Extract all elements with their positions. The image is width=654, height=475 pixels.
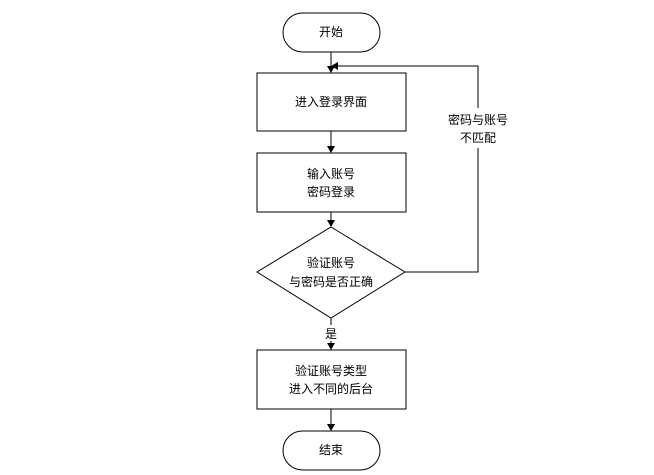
route-backend-line-2: 进入不同的后台 [289, 381, 373, 396]
match-label: 是 [325, 327, 337, 341]
mismatch-label-background [439, 108, 517, 148]
start-terminal [282, 12, 381, 53]
route-backend-box [256, 349, 407, 410]
verify-decision-node: 验证账号 与密码是否正确 [256, 226, 406, 319]
mismatch-label-line-2: 不匹配 [460, 131, 496, 145]
route-backend-line-1: 验证账号类型 [295, 363, 367, 378]
edge-labels: 密码与账号 不匹配 是 [322, 108, 517, 341]
verify-decision-line-1: 验证账号 [307, 255, 355, 270]
enter-credentials-node: 输入账号 密码登录 [256, 152, 407, 213]
route-backend-node: 验证账号类型 进入不同的后台 [256, 349, 407, 410]
login-page-node: 进入登录界面 [256, 72, 407, 132]
arrowhead-route [327, 343, 335, 350]
connectors [327, 52, 479, 431]
match-label-background [322, 325, 340, 341]
arrowhead-mismatch [331, 62, 338, 70]
end-node: 结束 [282, 430, 381, 471]
edge-mismatch-loop [338, 65, 479, 273]
login-page-box [256, 72, 407, 132]
enter-credentials-line-1: 输入账号 [307, 166, 355, 181]
arrowhead-end [327, 424, 335, 431]
enter-credentials-box [256, 152, 407, 213]
start-label: 开始 [319, 25, 343, 39]
login-page-label: 进入登录界面 [295, 94, 367, 109]
start-node: 开始 [282, 12, 381, 53]
enter-credentials-line-2: 密码登录 [307, 184, 355, 199]
end-terminal [282, 430, 381, 471]
end-label: 结束 [319, 443, 343, 457]
verify-decision-line-2: 与密码是否正确 [289, 274, 373, 289]
mismatch-label-line-1: 密码与账号 [448, 112, 508, 127]
verify-decision-diamond [256, 226, 406, 319]
arrowhead-verify [327, 220, 335, 227]
arrowhead-input [327, 146, 335, 153]
arrowhead-login [327, 66, 335, 73]
